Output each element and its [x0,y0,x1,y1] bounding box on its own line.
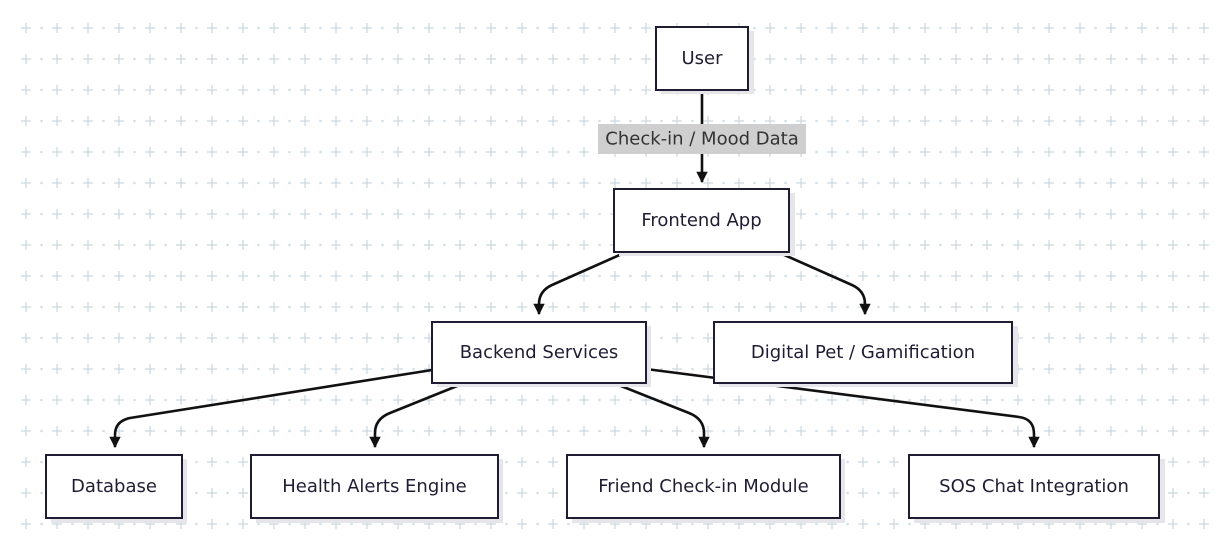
edge-frontend-to-backend [533,251,625,316]
node-health-alerts-label: Health Alerts Engine [282,476,466,497]
node-backend-services-label: Backend Services [460,342,619,363]
node-backend-services[interactable]: Backend Services [431,321,651,387]
node-friend-checkin-label: Friend Check-in Module [598,476,809,497]
edge-backend-to-alerts [369,382,463,449]
edge-label-check-in: Check-in / Mood Data [598,124,806,154]
edges [109,92,1040,449]
node-digital-pet[interactable]: Digital Pet / Gamification [713,321,1018,387]
nodes: User Frontend App Backend Services Digit… [45,26,1165,523]
edge-backend-to-sos [645,367,1040,449]
node-health-alerts[interactable]: Health Alerts Engine [250,454,503,523]
edge-backend-to-database [109,368,433,449]
node-friend-checkin[interactable]: Friend Check-in Module [566,454,845,523]
node-database[interactable]: Database [45,454,187,523]
edge-label-check-in-text: Check-in / Mood Data [605,129,798,150]
node-frontend-app-label: Frontend App [641,210,761,231]
node-digital-pet-label: Digital Pet / Gamification [751,342,975,363]
node-sos-chat[interactable]: SOS Chat Integration [908,454,1165,523]
node-database-label: Database [71,476,157,497]
node-user-label: User [681,48,723,69]
edge-frontend-to-pet [779,251,871,316]
node-sos-chat-label: SOS Chat Integration [939,476,1129,497]
node-frontend-app[interactable]: Frontend App [613,188,795,256]
node-user[interactable]: User [655,26,754,94]
background-grid [21,23,1209,529]
edge-backend-to-friend [615,382,710,449]
